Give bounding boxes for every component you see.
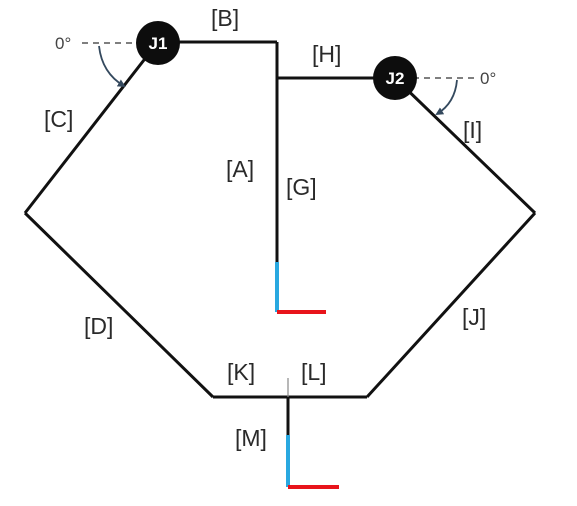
link-j <box>365 211 537 399</box>
segment-label-b: [B] <box>211 5 239 31</box>
joint-j2: J2 <box>373 56 417 100</box>
segment-label-d: [D] <box>84 313 113 339</box>
link-d <box>23 211 215 399</box>
segment-label-h: [H] <box>312 41 341 67</box>
segment-label-m: [M] <box>235 425 267 451</box>
joint-j1-label: J1 <box>149 34 168 53</box>
link-i <box>393 76 537 215</box>
segment-label-c: [C] <box>44 106 73 132</box>
j2-angle-arrow <box>435 79 458 116</box>
segment-label-j: [J] <box>462 304 486 330</box>
j1-angle-arrow <box>98 45 126 88</box>
j1-zero-angle-label: 0° <box>55 34 71 53</box>
joint-j1: J1 <box>136 21 180 65</box>
joint-j2-label: J2 <box>386 69 405 88</box>
joint-j1-circle <box>136 21 180 65</box>
segment-label-a: [A] <box>226 156 254 182</box>
segment-label-l: [L] <box>301 359 327 385</box>
joint-j2-circle <box>373 56 417 100</box>
link-c <box>23 41 160 214</box>
segment-label-i: [I] <box>463 117 482 143</box>
j2-zero-angle-label: 0° <box>480 69 496 88</box>
segment-label-g: [G] <box>286 174 317 200</box>
segment-label-k: [K] <box>227 359 255 385</box>
